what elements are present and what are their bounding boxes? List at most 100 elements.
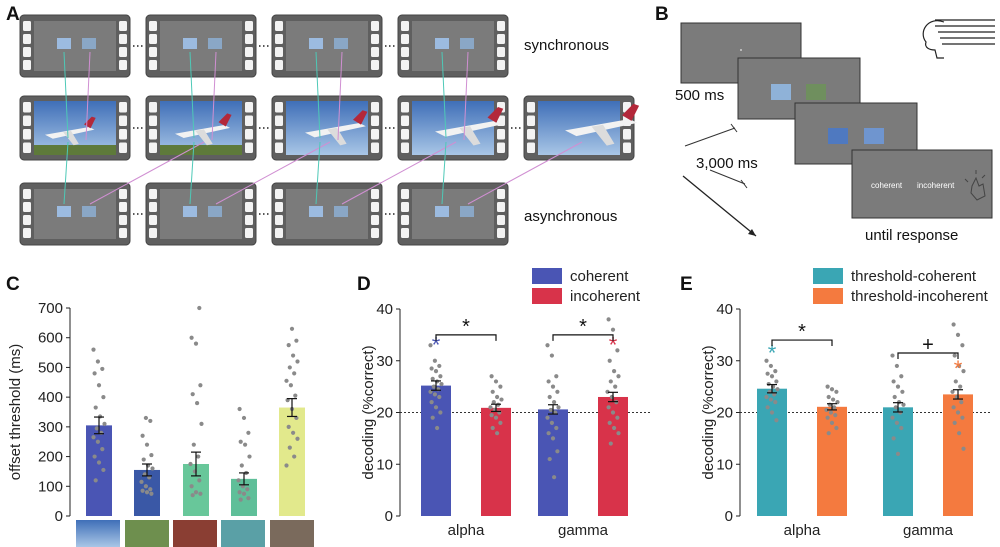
data-point (100, 366, 105, 372)
sprocket-hole (23, 189, 31, 199)
data-point (292, 454, 297, 459)
sprocket-hole (497, 142, 505, 153)
sprocket-hole (149, 47, 157, 57)
sprocket-hole (119, 228, 127, 238)
bar-threshold-incoherent-gamma (943, 394, 973, 516)
legend-d: coherent incoherent (532, 268, 641, 305)
data-point (140, 433, 145, 438)
data-point (144, 442, 150, 447)
data-point (546, 431, 551, 436)
thumbnail-market (173, 520, 217, 547)
sync-link-pink (85, 51, 91, 141)
fixation-dot (740, 49, 742, 51)
significance-star: * (954, 356, 963, 381)
data-point (237, 406, 242, 412)
y-axis-label: decoding (%correct) (360, 345, 377, 479)
sprocket-hole (371, 215, 379, 225)
data-point (96, 383, 102, 388)
data-point (100, 447, 105, 452)
ground (160, 145, 242, 155)
data-point (950, 389, 955, 394)
data-point (834, 425, 839, 431)
data-point (289, 326, 295, 331)
thumb-left (57, 38, 71, 49)
data-point (246, 496, 251, 501)
bar-incoherent-alpha (481, 407, 511, 516)
y-tick-label: 10 (376, 456, 393, 473)
data-point (495, 431, 500, 436)
response-screen (851, 149, 993, 219)
data-point (899, 374, 904, 379)
thumb-left (309, 38, 323, 49)
sprocket-hole (371, 129, 379, 140)
bar-threshold-coherent-alpha (757, 388, 787, 516)
data-point (188, 461, 193, 467)
x-tick-label-gamma: gamma (903, 522, 954, 539)
time-arrow (682, 175, 757, 237)
y-tick-label: 700 (38, 300, 63, 317)
data-point (957, 363, 962, 369)
data-point (960, 343, 965, 348)
time-arrow-head (748, 229, 756, 236)
data-point (432, 358, 437, 363)
data-point (829, 420, 835, 425)
y-tick-label: 100 (38, 478, 63, 495)
frame-screen (34, 21, 116, 71)
sprocket-hole (275, 228, 283, 238)
data-point (552, 475, 557, 480)
data-point (899, 425, 904, 431)
data-point (101, 467, 106, 473)
data-point (615, 415, 620, 420)
thumb-left (57, 206, 71, 217)
data-point (825, 384, 830, 389)
data-point (439, 381, 444, 387)
data-point (892, 394, 897, 400)
sprocket-hole (497, 129, 505, 140)
data-point (825, 415, 830, 420)
movie-frame (271, 95, 383, 161)
async-frame (19, 182, 131, 246)
sprocket-hole (275, 142, 283, 153)
sprocket-hole (23, 115, 31, 126)
sprocket-hole (119, 47, 127, 57)
data-point (613, 384, 618, 389)
data-point (547, 394, 552, 400)
sprocket-hole (371, 102, 379, 113)
sprocket-hole (245, 34, 253, 44)
sprocket-hole (401, 34, 409, 44)
movie-frame (19, 95, 131, 161)
async-frame (271, 182, 383, 246)
sprocket-hole (23, 21, 31, 31)
data-point (555, 389, 560, 394)
stimulus-thumb (806, 84, 826, 100)
thumbnail-water (221, 520, 265, 547)
data-point (549, 420, 555, 425)
sprocket-hole (23, 215, 31, 225)
sprocket-hole (401, 189, 409, 199)
sprocket-hole (371, 228, 379, 238)
data-point (437, 394, 442, 400)
ground (34, 145, 116, 155)
bar-coherent-alpha (421, 385, 451, 516)
response-option-incoherent: incoherent (917, 181, 955, 190)
data-point (498, 420, 503, 425)
thumbnail-airplane (76, 520, 120, 547)
data-point (550, 436, 556, 441)
data-point (547, 456, 552, 462)
y-tick-label: 0 (55, 508, 63, 525)
brain-head-icon (922, 19, 995, 59)
sprocket-hole (497, 21, 505, 31)
data-point (616, 431, 621, 436)
y-tick-label: 30 (376, 353, 393, 370)
duration-3000ms: 3,000 ms (696, 155, 758, 172)
sprocket-hole (119, 189, 127, 199)
thumb-right (82, 206, 96, 217)
y-tick-label: 200 (38, 449, 63, 466)
data-point (430, 376, 435, 381)
data-point (826, 431, 831, 436)
legend-swatch-threshold-incoherent (813, 288, 843, 304)
data-point (429, 400, 434, 405)
panel-a-film-strips (19, 14, 640, 246)
data-point (498, 384, 503, 389)
stimulus-thumb (828, 128, 848, 144)
